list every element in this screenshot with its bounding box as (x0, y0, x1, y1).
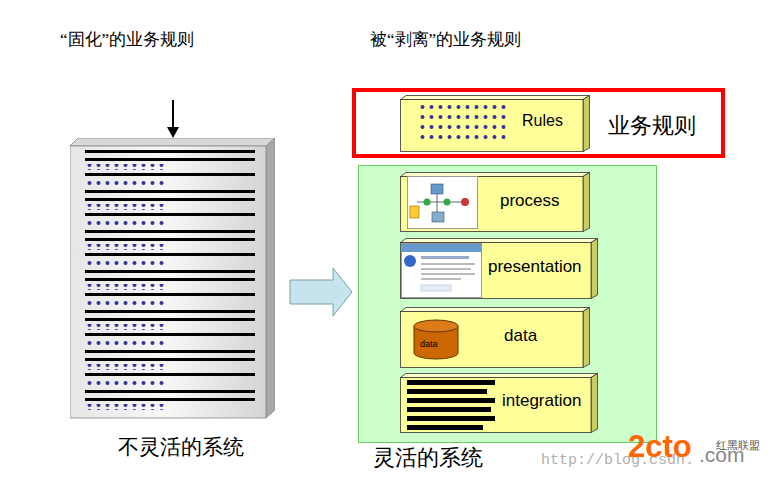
rules-highlight-frame: 业务规则 Rules (352, 88, 725, 158)
presentation-box: presentation (400, 238, 598, 299)
watermark-cn: 红黑联盟 (716, 439, 760, 452)
node-text: 灵活的系统 (373, 445, 483, 471)
block-arrow (290, 268, 352, 316)
node-text: 业务规则 (608, 113, 696, 139)
node-text: process (500, 191, 560, 211)
node-text: presentation (488, 257, 582, 277)
node-text: 不灵活的系统 (118, 435, 244, 460)
down-arrow-line (172, 100, 174, 128)
flexible-system: 灵活的系统 process presentation data integrat… (358, 165, 657, 443)
right-heading: 被“剥离”的业务规则 (370, 30, 521, 50)
server-slab (70, 138, 275, 420)
integration-box: integration (400, 373, 598, 433)
node-text: data (504, 326, 537, 346)
left-heading: “固化”的业务规则 (60, 30, 194, 50)
process-box: process (400, 172, 590, 232)
screen-thumbnail (401, 243, 483, 299)
watermark-logo-holder: 2cto (628, 428, 692, 465)
watermark-logo: 2cto (628, 428, 692, 465)
inflexible-system: 不灵活的系统 (70, 138, 275, 468)
left-heading-holder: “固化”的业务规则 (60, 30, 194, 50)
node-text: integration (502, 391, 581, 411)
cylinder-label: data (420, 339, 438, 350)
process-thumbnail (407, 176, 479, 230)
data-box: data (400, 307, 590, 368)
right-heading-holder: 被“剥离”的业务规则 (370, 30, 521, 50)
watermark-cn-holder: 红黑联盟 (716, 435, 760, 453)
rule-dots (418, 102, 508, 148)
down-arrow-head (167, 127, 179, 138)
node-text: Rules (522, 111, 563, 130)
integration-bars (407, 376, 499, 432)
rules-box: Rules (400, 95, 590, 152)
